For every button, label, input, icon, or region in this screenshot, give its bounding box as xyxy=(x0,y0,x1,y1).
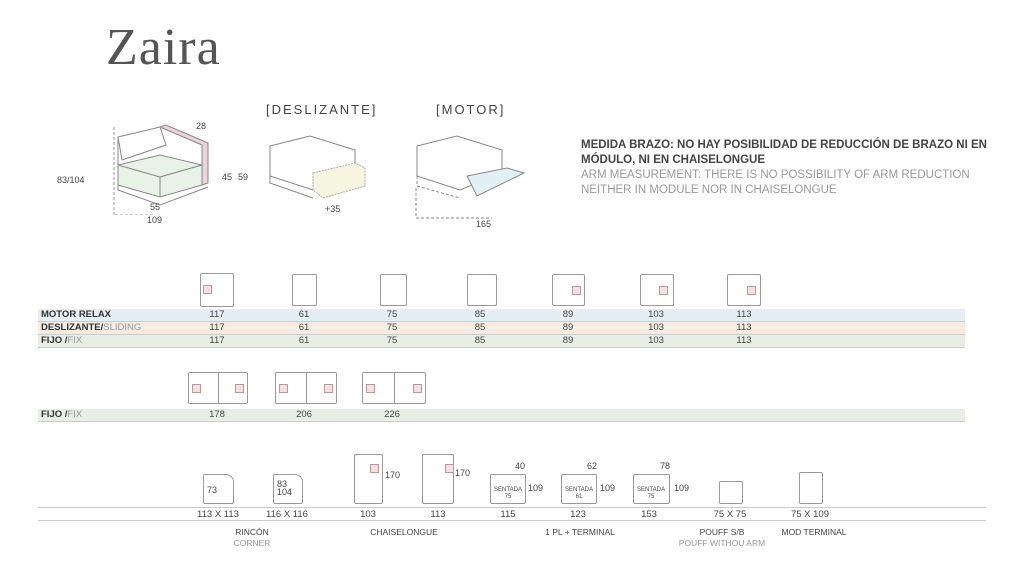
dim: 170 xyxy=(455,468,471,478)
size-label: 113 xyxy=(430,509,446,520)
sliding-diagram xyxy=(269,135,366,199)
cell: 226 xyxy=(384,409,400,420)
size-label: 153 xyxy=(641,509,657,520)
row-label: MOTOR RELAX xyxy=(41,309,112,320)
motor-label: [MOTOR] xyxy=(436,102,506,117)
divider xyxy=(38,520,986,521)
module-icon xyxy=(727,274,761,306)
corner-icon: 83 104 xyxy=(273,474,303,504)
table-row-fix: FIJO /FIX 117 61 75 85 89 103 113 xyxy=(38,335,965,348)
motor-diagram xyxy=(415,135,526,219)
size-label: 103 xyxy=(360,509,376,520)
cell: 75 xyxy=(386,335,398,346)
cell: 117 xyxy=(209,309,225,320)
row-label: FIJO /FIX xyxy=(41,409,83,420)
cell: 103 xyxy=(648,309,664,320)
module-diagram xyxy=(113,124,209,215)
cell: 103 xyxy=(648,335,664,346)
seat-depth-dim: 55 xyxy=(150,202,161,212)
cell: 85 xyxy=(474,335,486,346)
slide-dim: +35 xyxy=(325,204,341,214)
cell: 89 xyxy=(562,335,574,346)
cell: 117 xyxy=(209,335,225,346)
sofa-icon xyxy=(188,372,248,404)
group-label: POUFF S/B xyxy=(699,527,745,537)
cell: 75 xyxy=(386,309,398,320)
group-label-en: CORNER xyxy=(233,538,271,548)
module-icon xyxy=(640,274,674,306)
sliding-label: [DESLIZANTE] xyxy=(266,102,378,117)
dim: 62 xyxy=(587,461,598,471)
group-label: RINCÓN xyxy=(235,527,269,537)
size-label: 113 X 113 xyxy=(197,509,239,520)
chaiselongue-icon xyxy=(422,454,454,504)
group-label-en: POUFF WITHOU ARM xyxy=(678,538,766,548)
dim: 78 xyxy=(660,461,671,471)
divider xyxy=(38,507,986,508)
group-label: MOD TERMINAL xyxy=(781,527,847,537)
size-label: 115 xyxy=(500,509,516,520)
module-icon xyxy=(292,274,317,306)
sofa-icon xyxy=(275,372,337,404)
dim: 109 xyxy=(528,483,544,493)
corner-icon: 73 xyxy=(203,474,234,504)
cell: 206 xyxy=(296,409,312,420)
dim: 40 xyxy=(515,461,526,471)
chaiselongue-icon xyxy=(354,454,383,504)
depth-dim: 109 xyxy=(147,215,163,225)
sofa-icon xyxy=(362,372,426,404)
size-label: 75 X 75 xyxy=(713,509,747,520)
arm-note-es: MEDIDA BRAZO: NO HAY POSIBILIDAD DE REDU… xyxy=(581,139,987,166)
size-label: 75 X 109 xyxy=(790,509,830,520)
dim: 170 xyxy=(385,470,401,480)
table-row-sliding: DESLIZANTE/SLIDING 117 61 75 85 89 103 1… xyxy=(38,322,965,335)
size-label: 123 xyxy=(570,509,586,520)
cell: 113 xyxy=(736,309,752,320)
cell: 75 xyxy=(386,322,398,333)
dim: 109 xyxy=(674,483,690,493)
arm-note-en: ARM MEASUREMENT: THERE IS NO POSSIBILITY… xyxy=(581,169,970,196)
table-row-motor: MOTOR RELAX 117 61 75 85 89 103 113 xyxy=(38,309,965,322)
seat-height-dim: 45 xyxy=(222,172,233,182)
row-label: FIJO /FIX xyxy=(41,335,83,346)
dim: 109 xyxy=(600,483,616,493)
cell: 89 xyxy=(562,309,574,320)
cell: 61 xyxy=(298,335,310,346)
cell: 85 xyxy=(474,322,486,333)
row-label: DESLIZANTE/SLIDING xyxy=(41,322,142,333)
module-icon xyxy=(200,273,234,307)
table-row-fix-sofas: FIJO /FIX 178 206 226 xyxy=(38,409,965,422)
cell: 117 xyxy=(209,322,225,333)
cell: 103 xyxy=(648,322,664,333)
product-title: Zaira xyxy=(106,19,221,76)
arm-height-dim: 59 xyxy=(238,172,249,182)
cell: 61 xyxy=(298,309,310,320)
height-dim: 83/104 xyxy=(57,175,85,185)
cell: 85 xyxy=(474,309,486,320)
arm-note: MEDIDA BRAZO: NO HAY POSIBILIDAD DE REDU… xyxy=(581,138,1011,198)
cell: 89 xyxy=(562,322,574,333)
group-label: CHAISELONGUE xyxy=(370,527,438,537)
terminal-module-icon xyxy=(799,472,823,504)
cell: 113 xyxy=(736,335,752,346)
group-label: 1 PL + TERMINAL xyxy=(545,527,615,537)
size-label: 116 X 116 xyxy=(266,509,308,520)
cell: 61 xyxy=(298,322,310,333)
module-icon xyxy=(380,274,407,306)
cell: 178 xyxy=(209,409,225,420)
motor-extension-dim: 165 xyxy=(476,219,492,229)
arm-width-dim: 28 xyxy=(196,121,207,131)
module-icon xyxy=(467,274,497,306)
cell: 113 xyxy=(736,322,752,333)
module-icon xyxy=(552,274,585,306)
pouf-icon xyxy=(719,481,743,504)
